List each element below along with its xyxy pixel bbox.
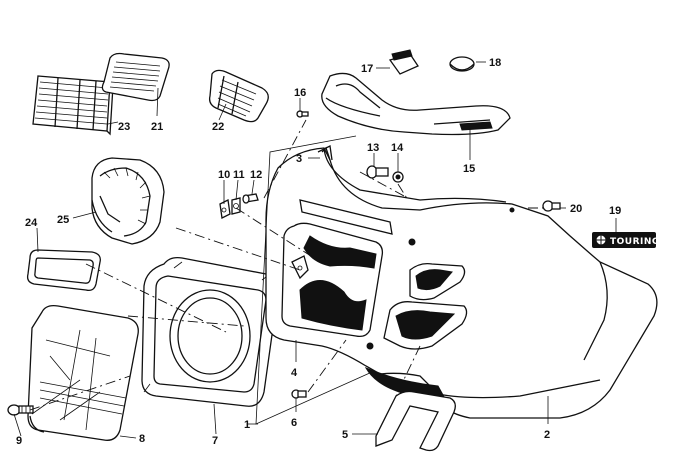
callout-25: 25 — [57, 214, 69, 226]
part-9-screw — [7, 404, 34, 416]
callout-17: 17 — [361, 63, 373, 75]
callout-13: 13 — [367, 142, 379, 154]
part-6-screw — [291, 389, 307, 399]
callout-8: 8 — [139, 433, 145, 445]
callout-3: 3 — [296, 153, 302, 165]
callout-24: 24 — [25, 217, 38, 229]
callout-4: 4 — [291, 367, 298, 379]
part-2-fairing-shell — [265, 146, 658, 419]
part-21-slotted-panel — [101, 52, 170, 102]
part-20-screw — [542, 200, 561, 212]
assembly-dashed-lines — [29, 119, 548, 411]
part-24-gasket — [26, 249, 101, 292]
callout-15: 15 — [463, 163, 475, 175]
part-16-screw — [296, 110, 309, 118]
part-10-11-12-hardware — [219, 193, 259, 219]
callout-12: 12 — [250, 169, 262, 181]
part-4-bracket — [291, 255, 309, 280]
part-23-vent-grille — [32, 75, 114, 136]
callout-7: 7 — [212, 435, 218, 447]
callout-14: 14 — [391, 142, 404, 154]
part-7-headlight-frame — [141, 256, 279, 407]
part-19-badge: TOURING — [592, 232, 660, 248]
callout-18: 18 — [489, 57, 501, 69]
part-5-trim-frame — [375, 390, 456, 452]
leader-lines — [13, 61, 617, 439]
callout-19: 19 — [609, 205, 621, 217]
callout-6: 6 — [291, 417, 297, 429]
part-17-clip — [388, 49, 419, 75]
part-14-nut — [392, 171, 404, 183]
callout-9: 9 — [16, 435, 22, 447]
callout-16: 16 — [294, 87, 306, 99]
part-15-upper-trim — [321, 72, 511, 136]
part-8-lens — [27, 304, 139, 441]
callout-10: 10 — [218, 169, 230, 181]
callout-11: 11 — [233, 169, 245, 181]
callout-22: 22 — [212, 121, 224, 133]
callout-23: 23 — [118, 121, 130, 133]
callout-2: 2 — [544, 429, 550, 441]
callout-labels: 1 2 3 4 5 6 7 8 9 10 11 12 13 14 15 16 1… — [16, 57, 621, 447]
callout-1: 1 — [244, 419, 250, 431]
callout-5: 5 — [342, 429, 348, 441]
part-13-bolt — [366, 165, 389, 179]
part-22-side-grille — [208, 69, 269, 123]
part-18-cap — [449, 56, 475, 72]
part-25-rubber-boot — [91, 157, 165, 245]
callout-21: 21 — [151, 121, 163, 133]
callout-20: 20 — [570, 203, 582, 215]
badge-text: TOURING — [610, 237, 660, 247]
part-1-bracket-line — [255, 135, 373, 425]
part-3-trim-strip — [317, 145, 333, 161]
